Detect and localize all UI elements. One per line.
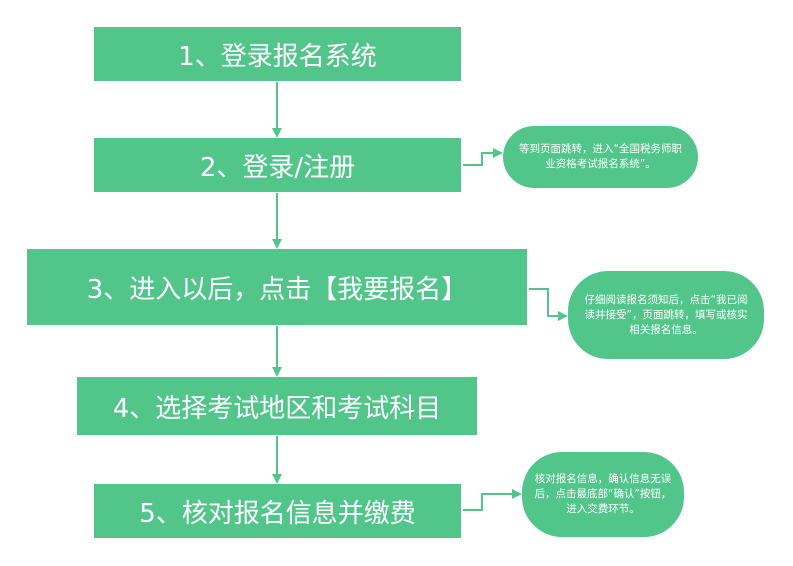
note-3-text: 核对报名信息，确认信息无误后，点击最底部“确认”按钮，进入交费环节。 xyxy=(534,473,672,515)
step-2-label: 2、登录/注册 xyxy=(199,152,356,183)
step-1-label: 1、登录报名系统 xyxy=(178,41,377,72)
step-3-box: 3、进入以后，点击【我要报名】 xyxy=(27,249,527,325)
note-1-text: 等到页面跳转，进入“全国税务师职业资格考试报名系统”。 xyxy=(519,143,682,170)
note-2-text: 仔细阅读报名须知后，点击“我已阅读并接受”，页面跳转，填写或核实相关报名信息。 xyxy=(584,293,748,336)
note-3: 核对报名信息，确认信息无误后，点击最底部“确认”按钮，进入交费环节。 xyxy=(522,452,684,537)
step-4-box: 4、选择考试地区和考试科目 xyxy=(77,377,477,435)
note-2: 仔细阅读报名须知后，点击“我已阅读并接受”，页面跳转，填写或核实相关报名信息。 xyxy=(568,271,764,359)
step-2-box: 2、登录/注册 xyxy=(94,138,461,192)
step-1-box: 1、登录报名系统 xyxy=(94,27,461,81)
connector-step5-note3 xyxy=(463,489,522,511)
note-1: 等到页面跳转，进入“全国税务师职业资格考试报名系统”。 xyxy=(503,126,698,188)
step-5-label: 5、核对报名信息并缴费 xyxy=(139,498,416,529)
connector-step3-note2 xyxy=(529,288,568,321)
step-3-label: 3、进入以后，点击【我要报名】 xyxy=(86,274,468,305)
step-4-label: 4、选择考试地区和考试科目 xyxy=(112,393,442,424)
step-5-box: 5、核对报名信息并缴费 xyxy=(94,484,461,538)
connector-step2-note1 xyxy=(463,148,503,166)
